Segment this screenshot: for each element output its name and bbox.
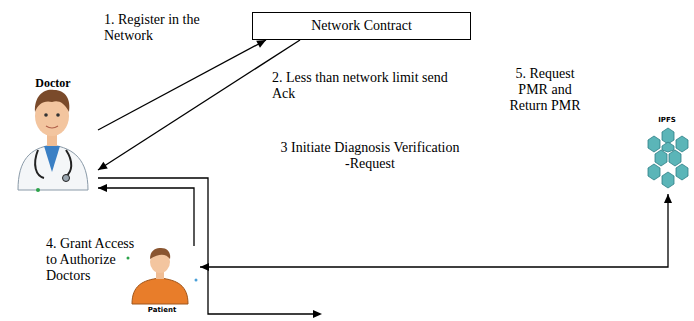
doctor-icon <box>18 90 88 192</box>
doctor-node: Doctor <box>8 74 98 196</box>
flow-arrow <box>98 40 300 170</box>
step-label: 2. Less than network limit send Ack <box>272 70 457 102</box>
node-text: IPFS <box>658 116 676 124</box>
node-text: Doctor <box>35 76 70 91</box>
patient-node: Patient <box>124 246 200 316</box>
step-label: 1. Register in the Network <box>104 12 208 44</box>
contract-box: Network Contract <box>252 12 471 40</box>
node-text: Patient <box>148 306 177 314</box>
ipfs-node: IPFS <box>642 114 692 194</box>
patient-icon <box>127 248 198 304</box>
step-label: 3 Initiate Diagnosis Verification -Reque… <box>280 140 460 172</box>
flow-arrow <box>200 194 672 271</box>
step-label: 5. Request PMR and Return PMR <box>500 66 590 114</box>
node-text: Network Contract <box>311 18 412 34</box>
ipfs-cluster-icon <box>648 128 688 188</box>
step-label: 4. Grant Access to Authorize Doctors <box>46 236 142 284</box>
